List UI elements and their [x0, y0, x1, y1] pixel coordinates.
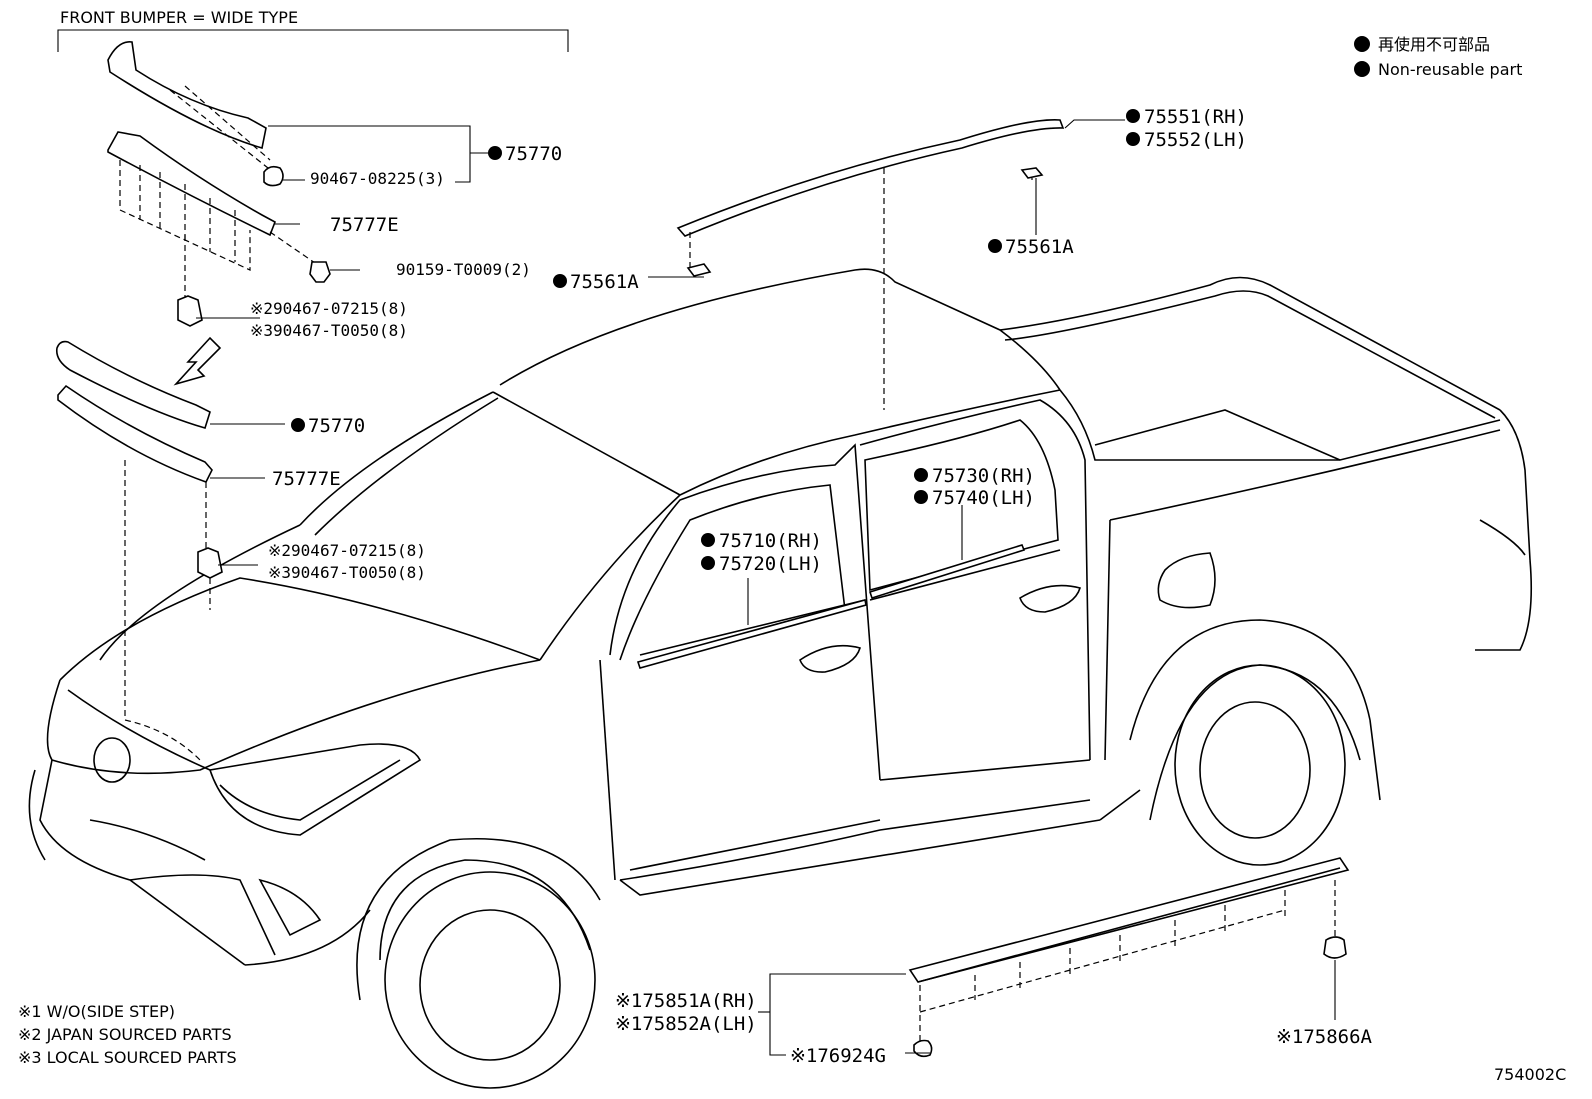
non-reusable-dot-icon — [553, 274, 567, 288]
clip-76924g — [913, 1039, 933, 1058]
non-reusable-dot-icon — [1126, 132, 1140, 146]
non-reusable-dot-icon — [701, 533, 715, 547]
footnote-2: ※2 JAPAN SOURCED PARTS — [18, 1025, 232, 1044]
hood-protector-upper — [107, 41, 331, 386]
label-75851a: ※175851A(RH) — [615, 990, 757, 1012]
truck-outline — [28, 268, 1533, 1089]
clip-left — [686, 263, 712, 277]
direction-arrow-icon — [173, 336, 222, 386]
clip-right — [1020, 167, 1044, 179]
clip-lower — [197, 547, 223, 579]
label-75770-top: 75770 — [505, 143, 562, 165]
footnote-3: ※3 LOCAL SOURCED PARTS — [18, 1048, 237, 1067]
label-75777e-mid: 75777E — [272, 468, 341, 490]
label-90467-t0050-a: ※390467-T0050(8) — [250, 321, 408, 340]
non-reusable-dot-icon — [291, 418, 305, 432]
side-sill-moulding — [908, 857, 1350, 1058]
front-belt-moulding — [636, 599, 867, 669]
label-75551: 75551(RH) — [1144, 106, 1247, 128]
roof-moulding — [676, 119, 1065, 410]
label-75561a-right: 75561A — [1005, 236, 1074, 258]
non-reusable-dot-icon — [914, 468, 928, 482]
label-75720: 75720(LH) — [719, 553, 822, 575]
label-75710: 75710(RH) — [719, 530, 822, 552]
label-75777e-top: 75777E — [330, 214, 399, 236]
clip-upper — [177, 295, 203, 327]
non-reusable-dot-icon — [701, 556, 715, 570]
legend-japanese: 再使用不可部品 — [1378, 35, 1490, 54]
label-75730: 75730(RH) — [932, 465, 1035, 487]
label-75561a-left: 75561A — [570, 271, 639, 293]
label-90467-07215-a: ※290467-07215(8) — [250, 299, 408, 318]
label-75866a: ※175866A — [1276, 1026, 1373, 1048]
variant-title: FRONT BUMPER = WIDE TYPE — [60, 8, 298, 27]
footnotes: ※1 W/O(SIDE STEP) ※2 JAPAN SOURCED PARTS… — [18, 1002, 237, 1067]
label-90467-07215-b: ※290467-07215(8) — [268, 541, 426, 560]
part-labels: 75770 90467-08225(3) 75777E 90159-T0009(… — [250, 106, 1373, 1067]
non-reusable-dot-icon — [488, 146, 502, 160]
variant-bracket — [57, 29, 569, 52]
non-reusable-dot-icon — [1354, 61, 1370, 77]
hood-protector-lower — [55, 340, 223, 761]
label-90467-08225: 90467-08225(3) — [310, 169, 445, 188]
label-90467-t0050-b: ※390467-T0050(8) — [268, 563, 426, 582]
diagram-code: 754002C — [1494, 1065, 1566, 1084]
legend: 再使用不可部品 Non-reusable part — [1354, 35, 1522, 79]
non-reusable-dot-icon — [988, 239, 1002, 253]
label-90159: 90159-T0009(2) — [396, 260, 531, 279]
label-75852a: ※175852A(LH) — [615, 1013, 757, 1035]
non-reusable-dot-icon — [1354, 36, 1370, 52]
screw-90159 — [309, 261, 331, 283]
legend-english: Non-reusable part — [1378, 60, 1522, 79]
non-reusable-dot-icon — [1126, 109, 1140, 123]
leader-lines — [196, 119, 1336, 1056]
label-75740: 75740(LH) — [932, 487, 1035, 509]
label-75552: 75552(LH) — [1144, 129, 1247, 151]
footnote-1: ※1 W/O(SIDE STEP) — [18, 1002, 175, 1021]
label-75770-mid: 75770 — [308, 415, 365, 437]
clip-75866a — [1323, 936, 1347, 959]
non-reusable-dot-icon — [914, 490, 928, 504]
label-76924g: ※176924G — [790, 1045, 886, 1067]
clip-90467-08225 — [263, 165, 284, 187]
rear-belt-moulding — [868, 544, 1026, 599]
